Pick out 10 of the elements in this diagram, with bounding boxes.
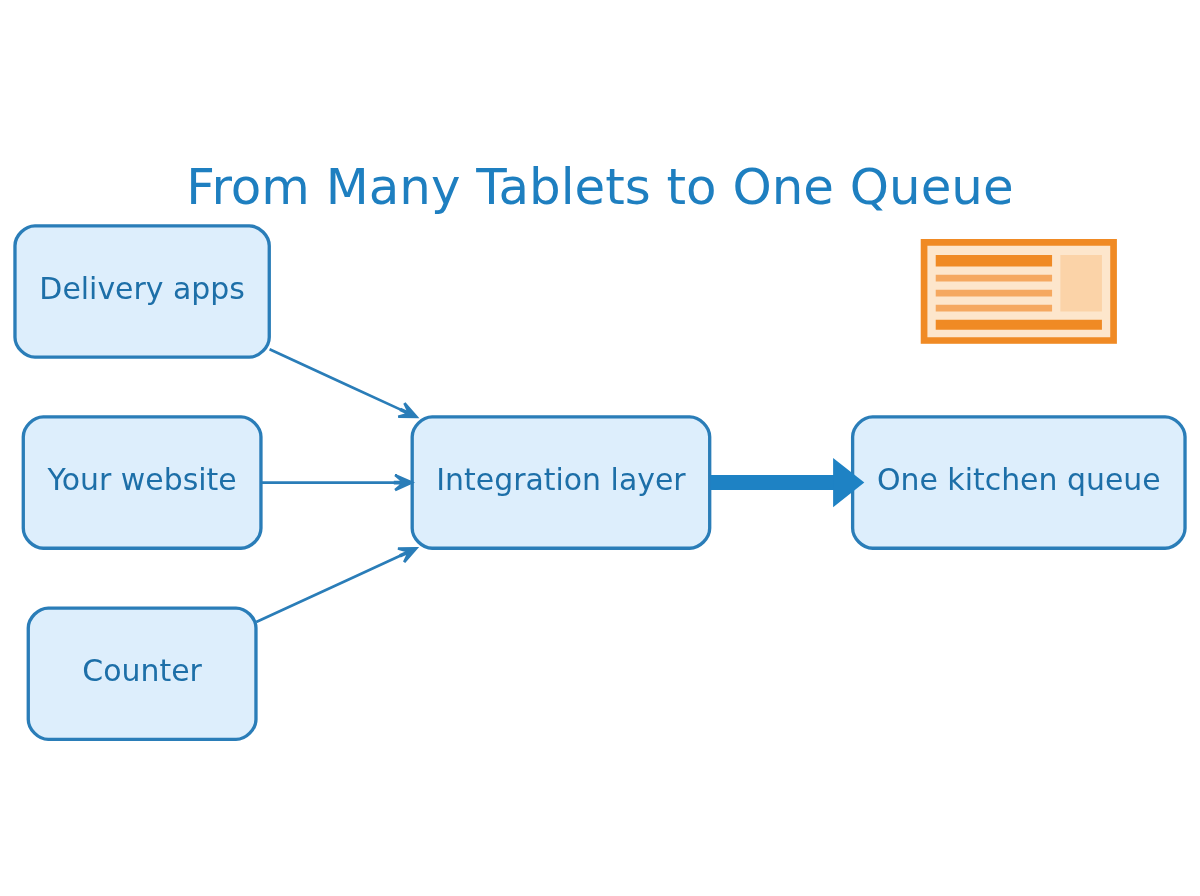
node-box: Counter	[26, 605, 258, 741]
arrow	[269, 347, 418, 418]
diagram-title: From Many Tablets to One Queue	[186, 157, 1014, 216]
arrow	[255, 546, 418, 623]
node-box: One kitchen queue	[850, 414, 1187, 550]
node-box: Integration layer	[410, 414, 712, 550]
node-box: Your website	[21, 414, 263, 550]
arrow	[710, 457, 865, 507]
node-box: Delivery apps	[13, 223, 271, 359]
arrow	[261, 473, 414, 491]
